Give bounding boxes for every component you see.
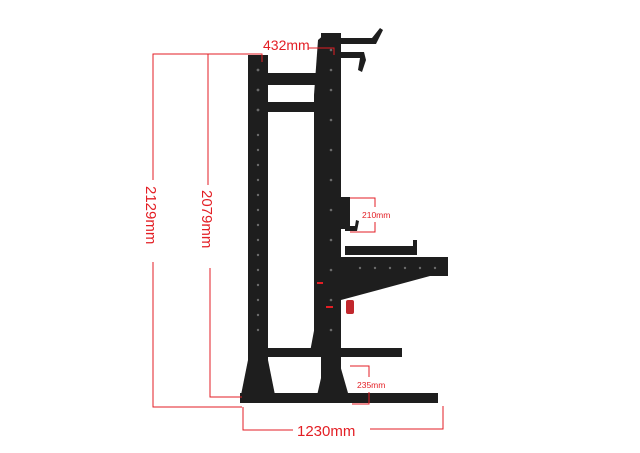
- dimension-lines: [152, 47, 444, 431]
- dim-2079: 2079mm: [198, 190, 215, 248]
- upright-holes: [256, 48, 437, 332]
- dim-210: 210mm: [362, 210, 390, 220]
- dim-432: 432mm: [263, 37, 310, 53]
- dim-1230: 1230mm: [297, 423, 355, 440]
- dim-235: 235mm: [357, 380, 385, 390]
- rack-frame: [240, 28, 448, 403]
- dim-2129: 2129mm: [142, 186, 159, 244]
